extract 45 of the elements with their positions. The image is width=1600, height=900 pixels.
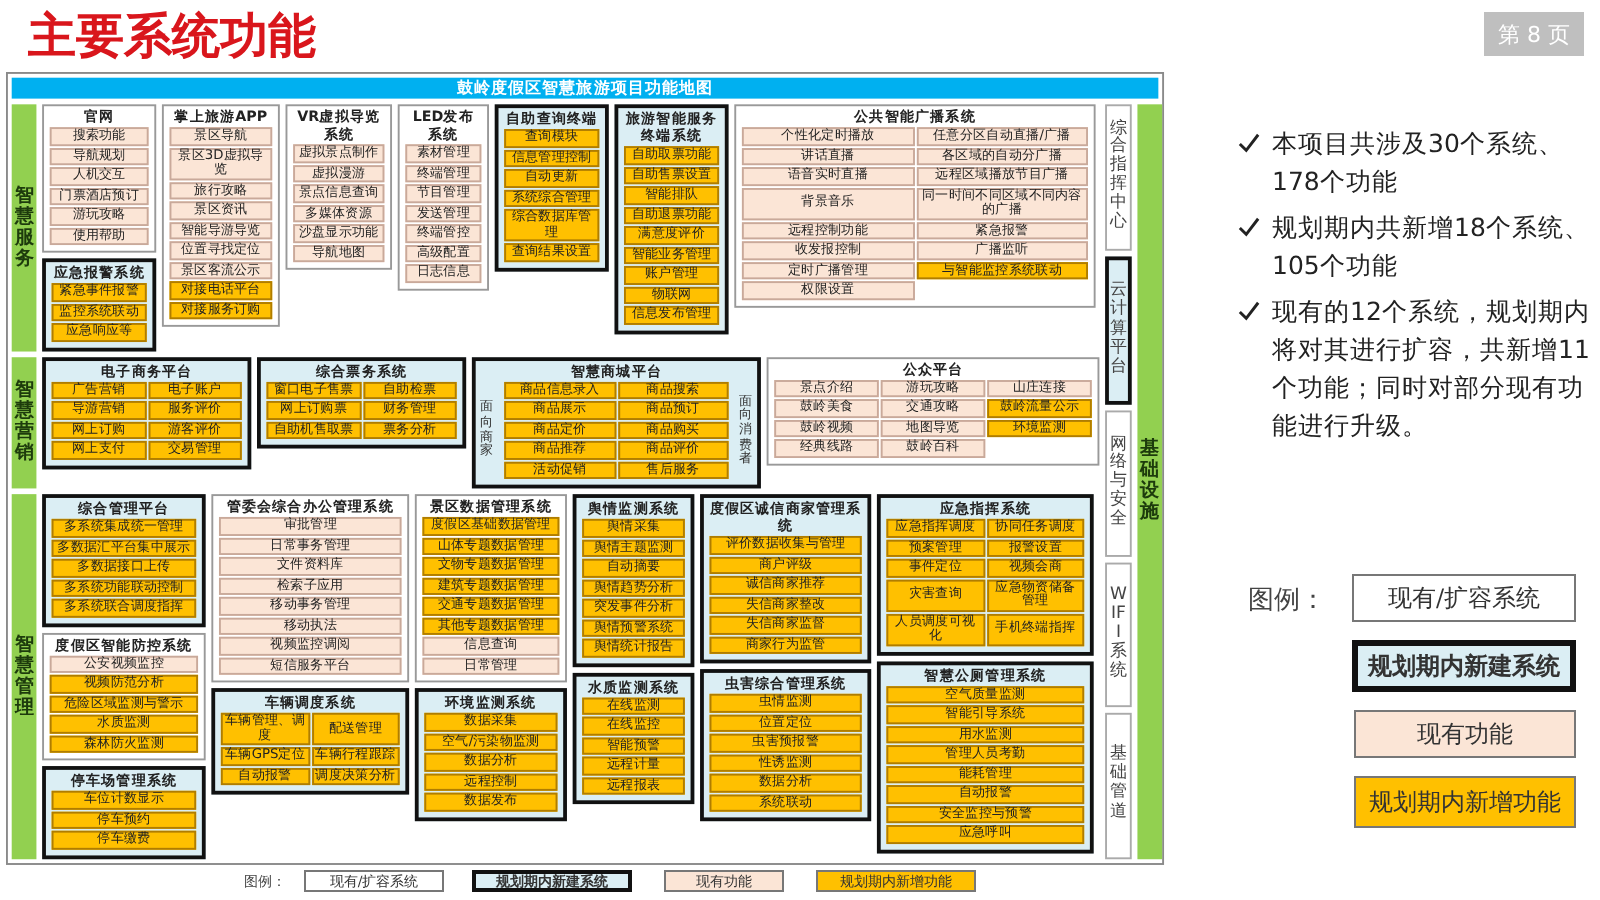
system-panel (161, 104, 280, 327)
system-panel (494, 104, 609, 271)
system-panel (257, 356, 467, 449)
system-panel (876, 660, 1094, 853)
system-panel (614, 104, 729, 334)
legend-title: 图例： (1248, 584, 1328, 618)
legend-key: 规划期内新建系统 (1352, 640, 1576, 692)
category-band: 基础设施 (1137, 104, 1163, 859)
system-panel (572, 671, 695, 805)
platform-panel: 基础管道 (1105, 712, 1132, 859)
platform-panel: 云计算平台 (1105, 255, 1132, 405)
system-panel (211, 494, 410, 683)
system-panel (397, 104, 489, 290)
legend-key: 规划期内新增功能 (1354, 776, 1576, 828)
system-panel (285, 104, 392, 270)
bullet-text: 本项目共涉及30个系统、178个功能 (1272, 126, 1566, 200)
system-panel (700, 494, 872, 664)
system-panel (700, 669, 872, 822)
category-band: 智慧服务 (11, 104, 37, 351)
system-panel (876, 494, 1094, 655)
system-panel (211, 688, 410, 795)
system-panel (42, 356, 252, 469)
category-band: 智慧营销 (11, 356, 37, 489)
slide-title: 主要系统功能 (28, 6, 318, 68)
system-panel (766, 356, 1100, 465)
system-panel (414, 688, 567, 821)
platform-panel: 综合指挥中心 (1105, 104, 1132, 250)
system-panel (42, 494, 206, 627)
system-panel (42, 104, 157, 253)
bullet-text: 规划期内共新增18个系统、105个功能 (1272, 210, 1592, 284)
platform-panel: 网络与安全 (1105, 410, 1132, 556)
system-panel (414, 494, 567, 683)
system-panel (572, 494, 695, 667)
system-panel (42, 258, 157, 351)
system-panel (734, 104, 1096, 307)
system-panel (471, 356, 761, 489)
category-band: 智慧管理 (11, 494, 37, 859)
bullet-text: 现有的12个系统，规划期内将对其进行扩容，共新增11个功能；同时对部分现有功能进行升级。 (1272, 294, 1592, 444)
system-panel (42, 632, 206, 761)
legend-key: 现有/扩容系统 (1352, 574, 1576, 622)
platform-panel: WIFI系统 (1105, 561, 1132, 708)
page-number: 第 8 页 (1484, 12, 1584, 56)
legend-key: 现有功能 (1354, 710, 1576, 758)
header-band: 鼓岭度假区智慧旅游项目功能地图 (11, 77, 1159, 99)
system-panel (42, 766, 206, 859)
